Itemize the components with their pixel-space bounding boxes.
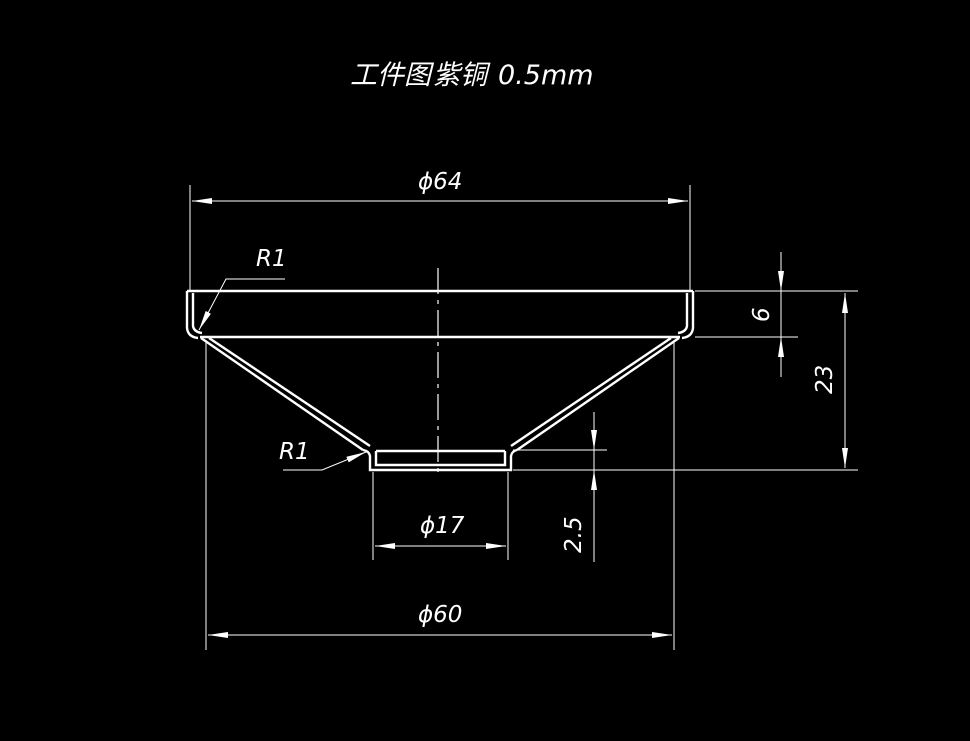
title-material: 紫铜 xyxy=(433,60,491,91)
rim-inner-right xyxy=(677,293,689,335)
drawing-title: 工件图 紫铜 0.5mm xyxy=(350,60,594,91)
cone-left-outer xyxy=(200,337,364,451)
label-bottom-diameter: ϕ60 xyxy=(418,602,462,628)
leader-radius-bottom xyxy=(283,451,367,471)
rim-inner-left xyxy=(191,293,203,335)
rim-right-wall xyxy=(681,291,695,340)
base-inner xyxy=(374,449,507,467)
label-base-height: 2.5 xyxy=(561,516,587,553)
label-top-diameter: ϕ64 xyxy=(418,169,462,195)
dimension-labels: ϕ64 ϕ60 ϕ17 R1 R1 6 23 2.5 xyxy=(256,169,838,628)
part-outline xyxy=(185,289,695,472)
label-base-diameter: ϕ17 xyxy=(420,513,465,539)
extension-lines xyxy=(189,185,858,650)
base-outline xyxy=(362,448,518,472)
label-radius-top: R1 xyxy=(256,246,287,272)
label-radius-bottom: R1 xyxy=(279,439,310,465)
leader-radius-top xyxy=(198,278,285,331)
title-thickness: 0.5mm xyxy=(498,60,594,91)
cone-left-inner xyxy=(208,337,371,447)
label-rim-height: 6 xyxy=(749,307,775,322)
rim-left-wall xyxy=(185,291,199,340)
title-name: 工件图 xyxy=(350,60,435,91)
dimension-lines xyxy=(192,198,848,638)
cone-right-inner xyxy=(510,337,672,447)
cone-right-outer xyxy=(516,337,680,451)
label-total-height: 23 xyxy=(812,365,838,394)
